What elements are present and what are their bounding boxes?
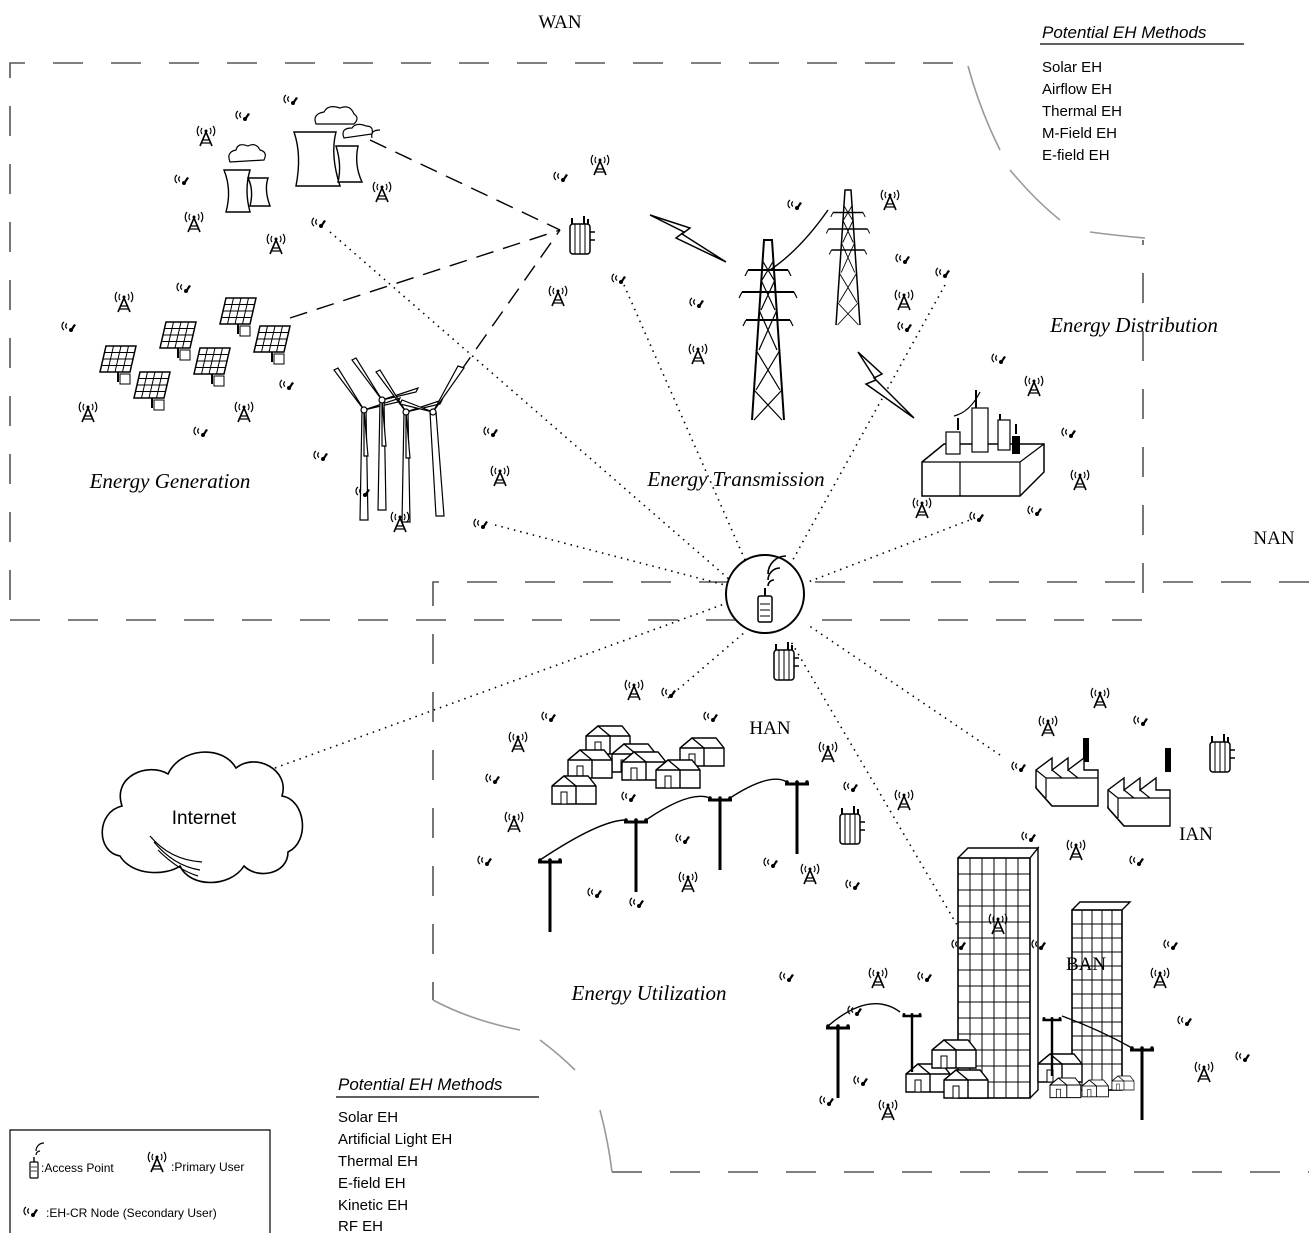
ban-power-lines (773, 641, 1156, 1122)
wan-label: WAN (538, 12, 582, 33)
nan-label: NAN (1253, 528, 1294, 549)
eh-top-item: Thermal EH (1042, 103, 1122, 120)
eh-bottom-item: RF EH (338, 1218, 383, 1233)
solar-field (99, 297, 291, 411)
ap-links (274, 231, 1001, 931)
legend-access-point: :Access Point (41, 1161, 114, 1175)
eh-methods-bottom: Potential EH Methods Solar EH Artificial… (336, 1075, 539, 1233)
nan-boundary-arcs (432, 999, 613, 1173)
eh-bottom-item: Solar EH (338, 1109, 398, 1126)
eh-bottom-item: E-field EH (338, 1175, 406, 1192)
han-power-lines (536, 778, 866, 934)
central-access-point (725, 554, 805, 634)
transmission-pylons (738, 189, 871, 421)
power-plant (222, 106, 381, 213)
energy-utilization-label: Energy Utilization (571, 981, 727, 1005)
energy-transmission-label: Energy Transmission (646, 467, 824, 491)
eh-top-item: M-Field EH (1042, 125, 1117, 142)
legend-primary-user: :Primary User (171, 1160, 244, 1174)
eh-bottom-item: Kinetic EH (338, 1197, 408, 1214)
transmission-transformer (569, 215, 596, 255)
nan-boundary (432, 581, 1309, 1173)
eh-top-title: Potential EH Methods (1042, 23, 1207, 42)
wind-farm (333, 357, 465, 523)
eh-bottom-item: Artificial Light EH (338, 1131, 452, 1148)
internet-label: Internet (172, 808, 237, 829)
backhaul-links (289, 139, 561, 373)
wireless-links (649, 214, 915, 419)
eh-bottom-title: Potential EH Methods (338, 1075, 503, 1094)
han-houses (551, 725, 725, 805)
ban-label: BAN (1066, 954, 1106, 975)
eh-top-item: Airflow EH (1042, 81, 1112, 98)
legend-secondary-user: :EH-CR Node (Secondary User) (46, 1206, 217, 1220)
wan-boundary (9, 62, 1144, 621)
eh-bottom-item: Thermal EH (338, 1153, 418, 1170)
energy-generation-label: Energy Generation (89, 469, 251, 493)
eh-methods-top: Potential EH Methods Solar EH Airflow EH… (1040, 23, 1244, 164)
primary-users (78, 125, 1214, 1121)
eh-top-item: Solar EH (1042, 59, 1102, 76)
access-point-icon (29, 1142, 45, 1179)
ian-label: IAN (1179, 824, 1213, 845)
legend: :Access Point :Primary User :EH-CR Node … (9, 1129, 271, 1233)
eh-top-item: E-field EH (1042, 147, 1110, 164)
internet-cloud-icon (101, 751, 304, 884)
ian-factories (1035, 733, 1236, 827)
distribution-substation (921, 390, 1045, 497)
wan-boundary-arcs (967, 65, 1146, 239)
han-label: HAN (749, 718, 790, 739)
energy-distribution-label: Energy Distribution (1049, 313, 1218, 337)
ban-buildings (905, 846, 1135, 1099)
